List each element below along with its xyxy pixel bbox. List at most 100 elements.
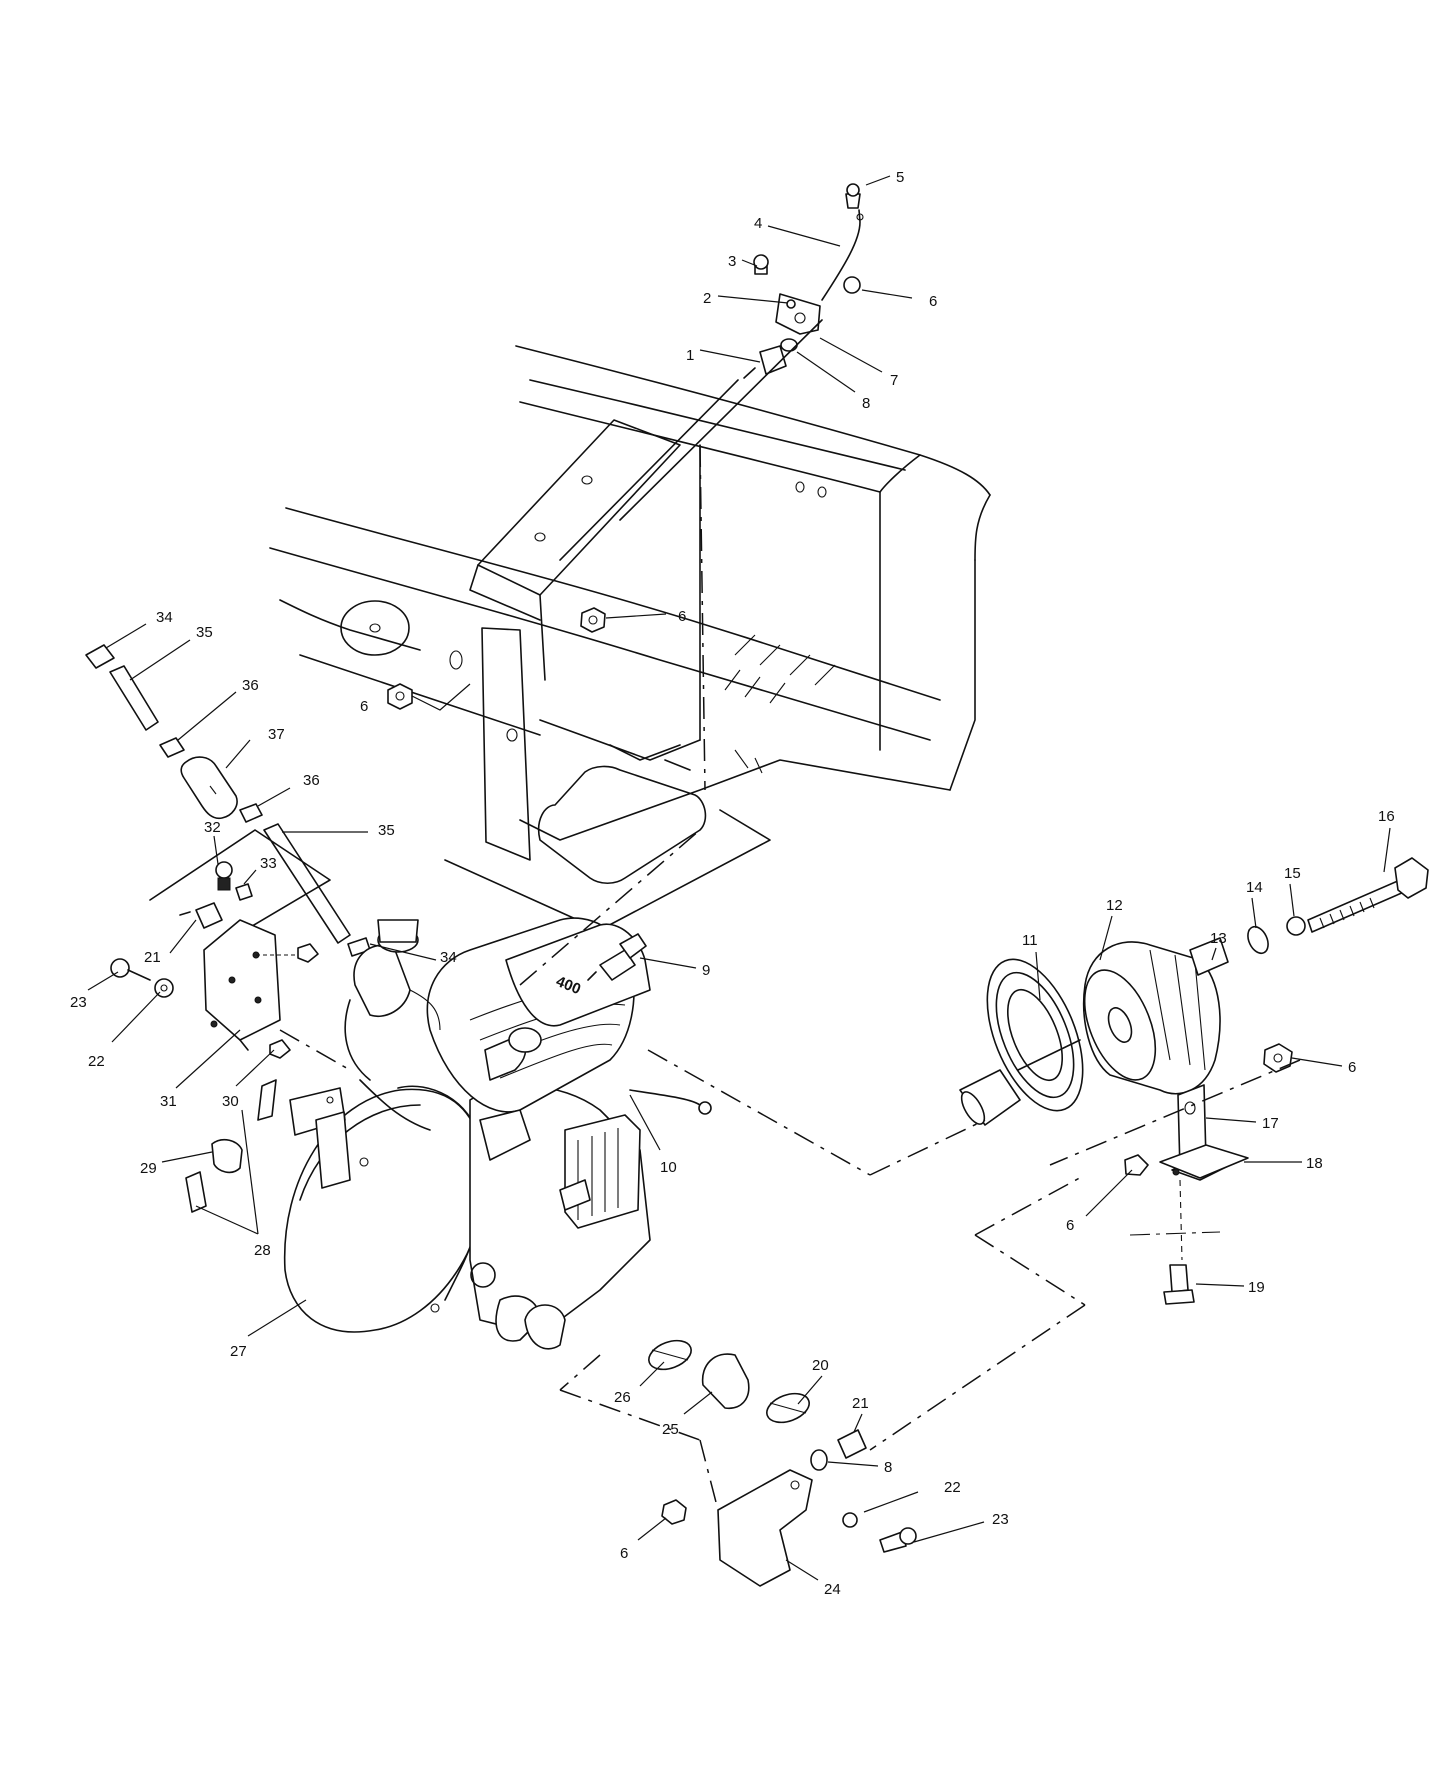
clamp-36-bottom — [239, 803, 263, 823]
hose-35-top — [109, 665, 159, 731]
boot-25 — [701, 1353, 750, 1409]
callout-21: 21 — [144, 949, 161, 966]
fuel-pump-29 — [211, 1138, 243, 1174]
callout-5: 5 — [896, 169, 904, 186]
callout-37: 37 — [268, 726, 285, 743]
callout-34-lower: 34 — [440, 949, 457, 966]
bolt-32 — [215, 861, 233, 879]
hose-28 — [185, 1171, 207, 1213]
leader-lines — [87, 175, 1391, 1581]
hose-35-bottom — [263, 823, 351, 944]
cdi-box — [564, 1114, 641, 1229]
engine: 400 — [283, 917, 712, 1350]
hose-30 — [257, 1079, 277, 1121]
callout-8-lower: 8 — [884, 1459, 892, 1476]
callout-2: 2 — [703, 290, 711, 307]
callout-6-lower: 6 — [1066, 1217, 1074, 1234]
callout-12: 12 — [1106, 897, 1123, 914]
nut-30 — [269, 1039, 291, 1059]
callout-13: 13 — [1210, 930, 1227, 947]
callout-4: 4 — [754, 215, 762, 232]
callout-26: 26 — [614, 1389, 631, 1406]
callout-20: 20 — [812, 1357, 829, 1374]
drive-clutch-assembly — [959, 857, 1429, 1126]
callout-22-lower: 22 — [944, 1479, 961, 1496]
callout-33: 33 — [260, 855, 277, 872]
washer-22-lower — [842, 1512, 858, 1528]
throttle-cable-assembly — [559, 183, 864, 561]
callout-34: 34 — [156, 609, 173, 626]
clamp-34-top — [85, 644, 115, 669]
callout-36: 36 — [242, 677, 259, 694]
callout-22: 22 — [88, 1053, 105, 1070]
callout-23: 23 — [70, 994, 87, 1011]
fuel-pump-assembly — [185, 1079, 277, 1213]
plate-31 — [203, 919, 281, 1041]
bolt-19 — [1169, 1264, 1189, 1293]
callout-29: 29 — [140, 1160, 157, 1177]
callout-10: 10 — [660, 1159, 677, 1176]
washer-14 — [1247, 925, 1269, 955]
lower-bracket-assembly — [661, 1429, 917, 1587]
callout-31: 31 — [160, 1093, 177, 1110]
fuel-filter-37 — [180, 756, 238, 820]
clip-2 — [786, 299, 796, 309]
left-mount-assembly — [110, 829, 331, 1059]
nut-33 — [235, 883, 253, 901]
callout-6-right: 6 — [1348, 1059, 1356, 1076]
bolt-23 — [110, 958, 130, 978]
callout-7: 7 — [890, 372, 898, 389]
cable-4 — [821, 209, 861, 301]
nut-6 — [843, 276, 861, 294]
clamp-36-top — [159, 737, 185, 758]
callout-35-lower: 35 — [378, 822, 395, 839]
nut-6-lower — [1124, 1154, 1149, 1176]
chassis-frame — [269, 345, 991, 931]
adjuster-21-lower — [837, 1429, 867, 1459]
callout-23-lower: 23 — [992, 1511, 1009, 1528]
callout-28: 28 — [254, 1242, 271, 1259]
callout-8: 8 — [862, 395, 870, 412]
nut-6-right — [1263, 1043, 1293, 1073]
callout-9: 9 — [702, 962, 710, 979]
washer-8-lower — [810, 1449, 828, 1471]
callout-18: 18 — [1306, 1155, 1323, 1172]
callout-6-lower-left: 6 — [620, 1545, 628, 1562]
adjuster-21 — [195, 902, 223, 929]
callout-15: 15 — [1284, 865, 1301, 882]
callout-27: 27 — [230, 1343, 247, 1360]
carburetor — [353, 944, 411, 1017]
right-mount-assembly — [1124, 1043, 1293, 1305]
callout-6-left: 6 — [360, 698, 368, 715]
callout-19: 19 — [1248, 1279, 1265, 1296]
callout-11: 11 — [1022, 932, 1038, 949]
spark-plug-9 — [587, 933, 647, 981]
adjuster-1 — [759, 345, 787, 375]
callout-32: 32 — [204, 819, 221, 836]
fuel-line-assembly — [85, 644, 371, 957]
lockwasher-15 — [1286, 916, 1306, 936]
nut-30-top — [297, 943, 319, 963]
callout-6-frame: 6 — [678, 608, 686, 625]
callout-21-lower: 21 — [852, 1395, 869, 1412]
callout-1: 1 — [686, 347, 694, 364]
callout-35: 35 — [196, 624, 213, 641]
cylinder-head — [505, 923, 651, 1027]
coupler-assembly — [648, 1339, 810, 1424]
nut-6-lower-left — [661, 1499, 687, 1525]
callout-36-lower: 36 — [303, 772, 320, 789]
clutch-hub-12 — [1082, 941, 1221, 1095]
callout-14: 14 — [1246, 879, 1263, 896]
callout-6: 6 — [929, 293, 937, 310]
callout-24: 24 — [824, 1581, 841, 1598]
callout-25: 25 — [662, 1421, 679, 1438]
washer-8 — [780, 338, 798, 352]
callout-labels: 5 4 3 6 2 7 1 8 6 34 35 36 6 37 36 35 32… — [70, 169, 1395, 1598]
nut-6-left — [387, 683, 413, 710]
callout-30: 30 — [222, 1093, 239, 1110]
spacer-13 — [1189, 937, 1229, 976]
callout-3: 3 — [728, 253, 736, 270]
callout-16: 16 — [1378, 808, 1395, 825]
